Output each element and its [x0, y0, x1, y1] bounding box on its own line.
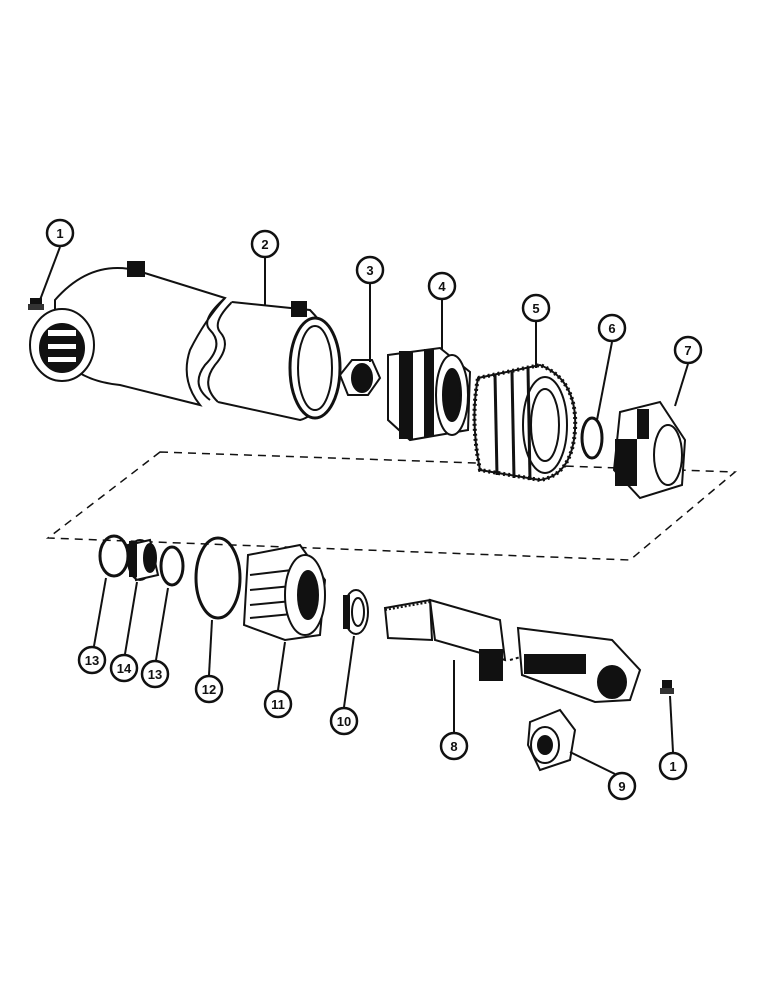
- callout-7-label: 7: [684, 343, 691, 358]
- callout-2-label: 2: [261, 237, 268, 252]
- grease-fitting-bottom: [660, 680, 674, 694]
- callout-13-right: 13: [140, 659, 170, 689]
- callout-4-label: 4: [438, 279, 446, 294]
- callout-10-label: 10: [337, 714, 351, 729]
- hex-nut: [338, 359, 382, 396]
- callout-12-label: 12: [202, 682, 216, 697]
- callout-1-top: 1: [45, 218, 75, 248]
- callout-9-label: 9: [618, 779, 625, 794]
- bushing: [526, 708, 577, 772]
- piston: [387, 346, 472, 442]
- callout-14: 14: [109, 653, 139, 683]
- callout-1-bottom-label: 1: [669, 759, 676, 774]
- callout-13-left: 13: [77, 645, 107, 675]
- gland: [242, 543, 327, 642]
- callout-12: 12: [194, 674, 224, 704]
- callout-13-left-label: 13: [85, 653, 99, 668]
- callout-6: 6: [597, 313, 627, 343]
- callout-8: 8: [439, 731, 469, 761]
- callout-10: 10: [329, 706, 359, 736]
- callout-11-label: 11: [271, 697, 285, 712]
- callout-2: 2: [250, 229, 280, 259]
- backup-ring: [126, 538, 160, 582]
- packing-set: [472, 362, 578, 483]
- large-o-ring: [194, 536, 242, 620]
- callout-1-bottom: 1: [658, 751, 688, 781]
- callout-13-right-label: 13: [148, 667, 162, 682]
- wiper-seal: [343, 589, 369, 635]
- callout-5-label: 5: [532, 301, 539, 316]
- callout-9: 9: [607, 771, 637, 801]
- callout-3: 3: [355, 255, 385, 285]
- snap-ring-top: [580, 416, 604, 460]
- gland-nut: [612, 400, 687, 500]
- piston-rod: [383, 598, 642, 704]
- callout-11: 11: [263, 689, 293, 719]
- o-ring-left: [98, 534, 130, 578]
- callout-5: 5: [521, 293, 551, 323]
- cylinder-barrel: [29, 261, 342, 422]
- callout-8-label: 8: [450, 739, 457, 754]
- callout-14-label: 14: [117, 661, 132, 676]
- callout-7: 7: [673, 335, 703, 365]
- callout-3-label: 3: [366, 263, 373, 278]
- callout-4: 4: [427, 271, 457, 301]
- callout-6-label: 6: [608, 321, 615, 336]
- callout-1-top-label: 1: [56, 226, 63, 241]
- o-ring-right: [159, 545, 185, 587]
- grease-fitting-top: [28, 298, 44, 310]
